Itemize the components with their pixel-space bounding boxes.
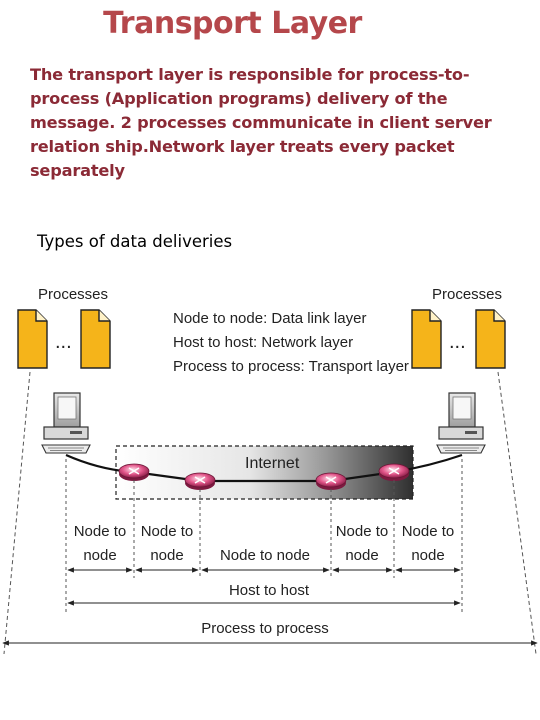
network-link (65, 453, 463, 483)
node-to-node-label-5a: Node to (402, 523, 455, 540)
node-to-node-label-3: Node to node (220, 547, 310, 564)
intro-paragraph: The transport layer is responsible for p… (30, 65, 492, 180)
node-to-node-label-1a: Node to (74, 523, 127, 540)
host-to-host-label: Host to host (229, 582, 310, 599)
router-icon (118, 463, 150, 482)
computer-icon (41, 392, 91, 454)
document-icon (80, 309, 111, 369)
document-icon (411, 309, 442, 369)
left-processes-label: Processes (38, 286, 108, 303)
router-icon (378, 463, 410, 482)
legend-host-to-host: Host to host: Network layer (173, 334, 353, 351)
node-to-node-label-2b: node (150, 547, 183, 564)
node-to-node-label-2a: Node to (141, 523, 194, 540)
document-icon (17, 309, 48, 369)
slide-title: Transport Layer (103, 6, 362, 41)
router-icon (315, 472, 347, 491)
right-processes-label: Processes (432, 286, 502, 303)
legend-process-to-process: Process to process: Transport layer (173, 358, 409, 375)
process-to-process-label: Process to process (201, 620, 329, 637)
left-ellipsis: ... (55, 331, 72, 353)
node-to-node-label-4a: Node to (336, 523, 389, 540)
router-icon (184, 472, 216, 491)
document-icon (475, 309, 506, 369)
node-to-node-label-5b: node (411, 547, 444, 564)
section-subhead: Types of data deliveries (37, 232, 233, 251)
node-to-node-label-4b: node (345, 547, 378, 564)
internet-label: Internet (245, 455, 300, 472)
node-to-node-label-1b: node (83, 547, 116, 564)
computer-icon (436, 392, 486, 454)
internet-cloud (115, 445, 414, 500)
legend-node-to-node: Node to node: Data link layer (173, 310, 366, 327)
data-delivery-diagram: Processes ... Processes ... Node to node… (2, 286, 538, 655)
right-ellipsis: ... (449, 331, 466, 353)
